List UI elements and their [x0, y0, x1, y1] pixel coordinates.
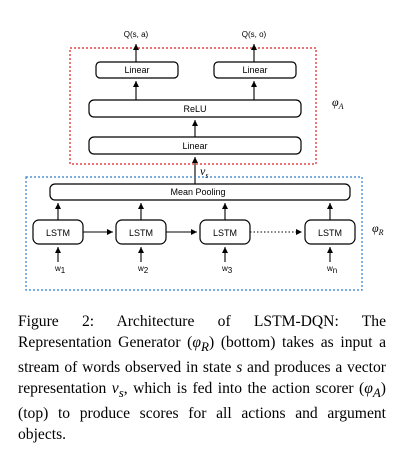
- word-2-sub: 2: [144, 266, 149, 275]
- phi-r-symbol: φ: [372, 221, 379, 235]
- word-n-base: w: [326, 264, 333, 273]
- caption-vs-sub: s: [118, 385, 124, 401]
- lstm-cell-2-label: LSTM: [129, 228, 153, 238]
- vs-symbol: v: [200, 164, 206, 178]
- word-3-sub: 3: [228, 266, 233, 275]
- caption-label: Figure 2:: [18, 313, 95, 330]
- lstm-cell-n-box: [304, 219, 356, 245]
- word-1-label: w1: [54, 264, 66, 275]
- linear-head-o-label: Linear: [242, 65, 267, 75]
- caption-phi-r: φ: [192, 334, 202, 351]
- word-3-label: w3: [221, 264, 233, 275]
- phi-r-subscript: R: [378, 228, 384, 237]
- phi-a-label: φA: [332, 95, 344, 111]
- word-1-sub: 1: [61, 266, 66, 275]
- lstm-dqn-diagram: Q(s, a) Q(s, o) Linear Linear ReLU Linea…: [25, 30, 384, 291]
- word-3-base: w: [221, 264, 228, 273]
- linear-head-a-box: [95, 61, 179, 79]
- caption-vs: v: [111, 380, 119, 398]
- caption-part-3: and produces a vector representation: [18, 359, 386, 398]
- caption-part-2: ) (bottom) takes as input a stream of wo…: [18, 334, 387, 377]
- relu-box: [88, 99, 302, 118]
- caption-part-5: ) (top) to produce scores for all action…: [18, 380, 386, 444]
- vs-label: vs: [200, 164, 208, 180]
- vs-subscript: s: [205, 171, 208, 180]
- representation-generator-region: [25, 176, 363, 291]
- output-label-q-s-a: Q(s, a): [124, 30, 149, 39]
- word-1-base: w: [54, 264, 61, 273]
- relu-label: ReLU: [183, 104, 206, 114]
- lstm-cell-1-label: LSTM: [46, 228, 70, 238]
- caption-state: s: [236, 359, 243, 377]
- caption-phi-a: φ: [364, 380, 373, 398]
- word-n-label: wn: [326, 264, 337, 275]
- output-label-q-s-o: Q(s, o): [242, 30, 267, 39]
- linear-head-a-label: Linear: [124, 65, 149, 75]
- linear-bottom-label: Linear: [182, 141, 207, 151]
- caption-part-4: , which is fed into the action scorer (: [123, 380, 365, 398]
- word-2-label: w2: [137, 264, 149, 275]
- mean-pooling-label: Mean Pooling: [170, 187, 225, 197]
- linear-bottom-box: [88, 136, 302, 155]
- word-n-sub: n: [333, 266, 337, 275]
- linear-head-o-box: [213, 61, 297, 79]
- caption-part-1: Architecture of LSTM-DQN: The Representa…: [18, 313, 386, 351]
- word-2-base: w: [137, 264, 144, 273]
- phi-r-label: φR: [372, 221, 384, 237]
- mean-pooling-box: [49, 183, 351, 201]
- phi-a-subscript: A: [338, 102, 344, 111]
- lstm-cell-3-label: LSTM: [213, 228, 237, 238]
- caption-phi-r-sub: R: [201, 339, 209, 355]
- lstm-cell-n-label: LSTM: [318, 228, 342, 238]
- caption-phi-a-sub: A: [372, 385, 381, 401]
- action-scorer-region: [69, 47, 317, 165]
- phi-a-symbol: φ: [332, 95, 339, 109]
- figure-caption: Figure 2: Architecture of LSTM-DQN: The …: [18, 311, 386, 445]
